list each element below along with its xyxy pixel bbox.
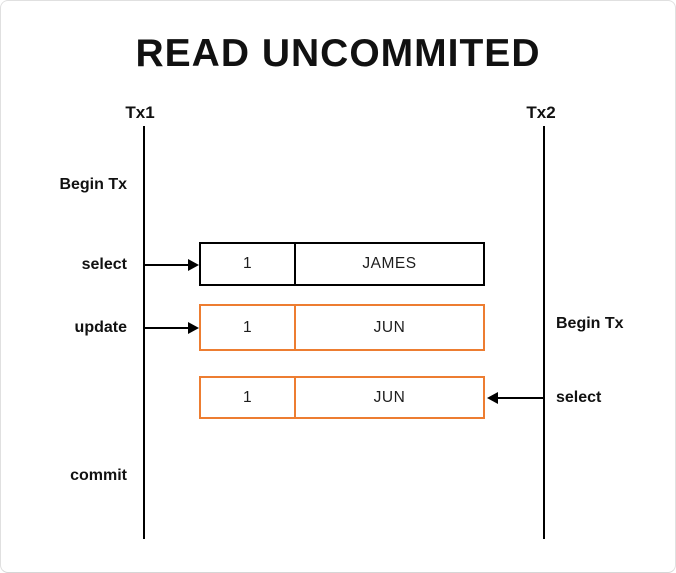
tx2-timeline-line: [543, 126, 545, 539]
arrow-shaft: [144, 264, 190, 266]
table-row-committed-james: 1 JAMES: [199, 242, 485, 286]
arrow-right-head-icon: [188, 322, 199, 334]
tx1-select-arrow-icon: [144, 259, 199, 271]
row-id-cell: 1: [201, 378, 296, 417]
tx2-timeline-label: Tx2: [526, 103, 556, 122]
arrow-shaft: [496, 397, 544, 399]
table-row-uncommitted-jun: 1 JUN: [199, 304, 485, 351]
table-row-dirty-read-jun: 1 JUN: [199, 376, 485, 419]
tx1-begin-tx-label: Begin Tx: [59, 176, 127, 193]
tx1-select-label: select: [81, 256, 127, 273]
tx2-select-arrow-icon: [487, 392, 544, 404]
arrow-left-head-icon: [487, 392, 498, 404]
row-id-cell: 1: [201, 306, 296, 349]
tx1-update-label: update: [74, 319, 127, 336]
row-id-cell: 1: [201, 244, 296, 284]
row-value-cell: JUN: [373, 318, 406, 336]
tx2-begin-tx-label: Begin Tx: [556, 315, 624, 332]
arrow-shaft: [144, 327, 190, 329]
row-value-cell: JUN: [373, 388, 406, 406]
row-value-cell: JAMES: [362, 255, 417, 272]
arrow-right-head-icon: [188, 259, 199, 271]
tx1-timeline-line: [143, 126, 145, 539]
tx1-commit-label: commit: [70, 467, 127, 484]
tx1-timeline-label: Tx1: [125, 103, 155, 122]
diagram-title: READ UNCOMMITED: [135, 32, 541, 75]
tx2-select-label: select: [556, 389, 602, 406]
tx1-update-arrow-icon: [144, 322, 199, 334]
